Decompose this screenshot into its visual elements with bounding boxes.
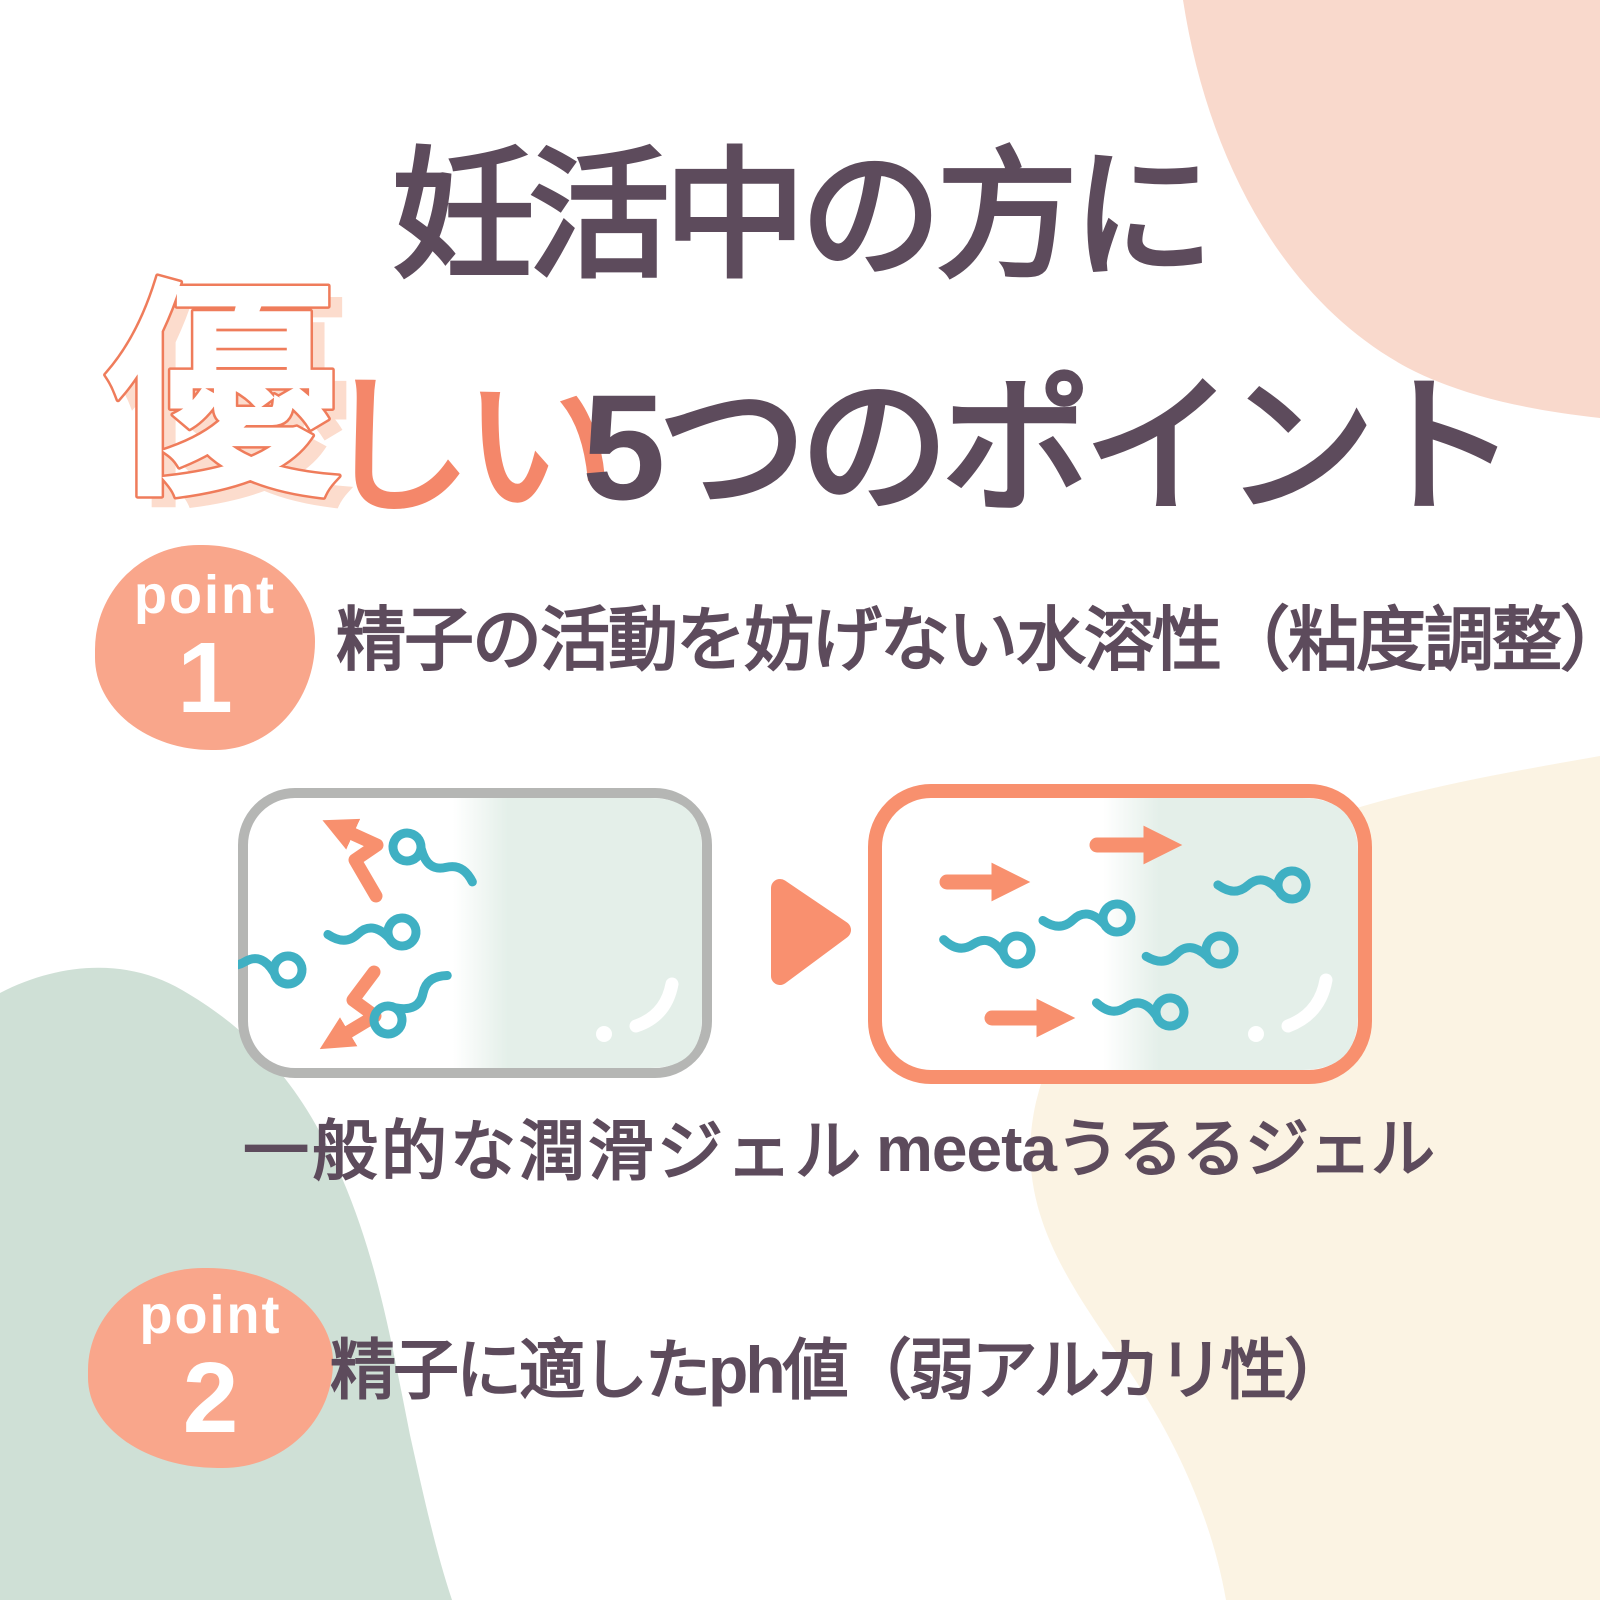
- title-line2-salmon: しい: [322, 363, 614, 531]
- pink-blob: [1183, 0, 1600, 418]
- gel-fill: [453, 798, 702, 1068]
- point1-badge-number: 1: [177, 621, 233, 734]
- zigzag-arrow-up-icon: [322, 818, 384, 903]
- shine-icon: [1281, 973, 1333, 1033]
- point2-badge-label: point: [139, 1285, 282, 1345]
- zigzag-arrow-down-icon: [319, 965, 382, 1050]
- outlined-kanji-main: 優: [105, 268, 340, 524]
- point1-badge: point 1: [95, 545, 315, 750]
- ordinary-gel-box: [238, 788, 712, 1078]
- shine-icon: [629, 977, 679, 1033]
- title-line2-dark: 5つのポイント: [582, 363, 1517, 531]
- point1-badge-label: point: [134, 564, 276, 625]
- shine-dot-icon: [596, 1026, 612, 1042]
- meeta-gel-label: meetaうるるジェル: [876, 1113, 1435, 1185]
- point2-badge-number: 2: [182, 1342, 239, 1454]
- shine-dot-icon: [1248, 1026, 1264, 1042]
- point1-text: 精子の活動を妨げない水溶性（粘度調整）: [336, 601, 1600, 679]
- triangle-arrow-icon: [771, 879, 851, 985]
- point2-badge: point 2: [88, 1268, 333, 1468]
- outlined-kanji-shadow: 優: [119, 276, 354, 535]
- outlined-kanji-yu: 優 優: [103, 268, 355, 535]
- title-line1: 妊活中の方に: [392, 137, 1214, 296]
- point2-text: 精子に適したph値（弱アルカリ性）: [330, 1333, 1350, 1407]
- ordinary-gel-label: 一般的な潤滑ジェル: [243, 1114, 864, 1188]
- meeta-gel-box: [868, 784, 1372, 1084]
